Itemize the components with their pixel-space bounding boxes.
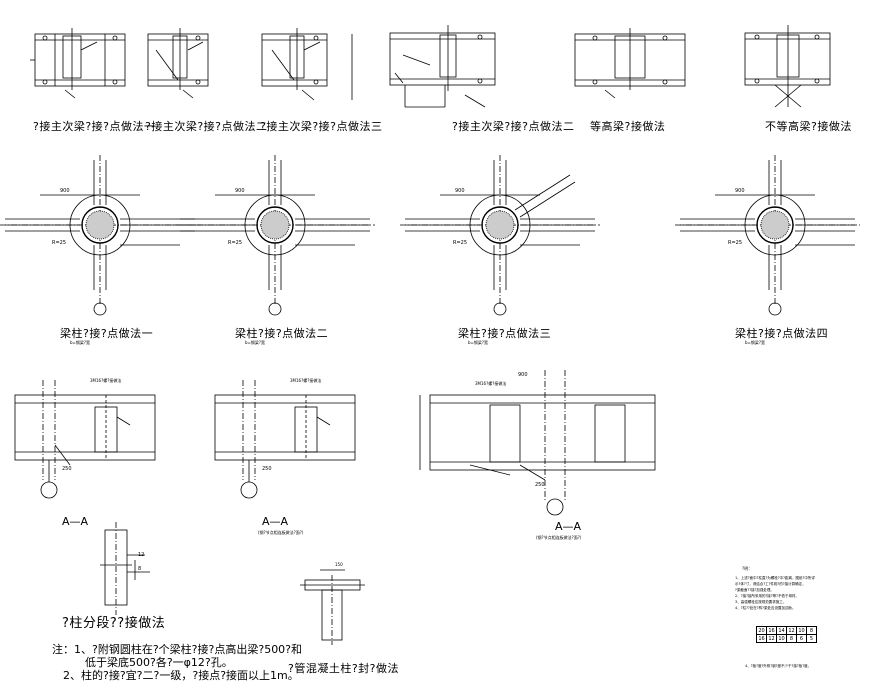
elevation-2 — [214, 380, 356, 499]
weld-label-2: 3M16?螺?接做法 — [290, 378, 322, 383]
section-label-2: A—A — [262, 515, 289, 528]
table-row: 20 16 14 12 10 8 — [756, 626, 817, 635]
dim-r25-c: R=25 — [453, 240, 468, 246]
right-note-6: 4、?柱??处在?构?梁处应设置加劲肋。 — [735, 606, 796, 610]
right-notes-foot: 4、?板?度?外侧?钢?度不少于?接?板?度。 — [745, 664, 812, 668]
dim-900-c: 900 — [455, 188, 465, 194]
caption-concrete-column: ?管混凝土柱?封?做法 — [288, 662, 400, 675]
dim-250-a: 250 — [62, 466, 72, 472]
note-line-2: 低于梁底500?各?一φ12?孔。 — [52, 656, 233, 669]
right-notes-title: ?明： — [742, 566, 753, 571]
caption-detail-2: ?接主次梁?接?点做法二 — [145, 120, 268, 133]
right-note-2: 示?体?寸，请结合?工?件相?的?接计算确定， — [735, 582, 806, 586]
note-line-3: 2、柱的?接?宜?二?一级，?接点?接面以上1m。 — [52, 669, 299, 682]
section-subcaption-3: (钢?节点相连板做法?面?) — [536, 535, 582, 540]
detail-3 — [261, 28, 353, 101]
detail-4 — [389, 25, 496, 108]
right-note-3: ?梁截面??接?加强处理。 — [735, 588, 774, 592]
table-cell: 12 — [766, 634, 777, 643]
caption-plan-3: 梁柱?接?点做法三 — [458, 327, 552, 340]
dim-900-e: 900 — [518, 372, 528, 378]
detail-5 — [574, 28, 686, 99]
right-note-1: 1、上述?面中?柱直?为螺栓?中?距离，图纸?中所详 — [735, 576, 815, 580]
section-label-3: A—A — [555, 520, 582, 533]
subcaption-plan-3: b=钢梁?宽 — [468, 340, 489, 345]
caption-column-splice: ?柱分段??接做法 — [62, 616, 166, 631]
dim-250-b: 250 — [262, 466, 272, 472]
dim-12: 12 — [138, 552, 145, 558]
right-notes: 1、上述?面中?柱直?为螺栓?中?距离，图纸?中所详 示?体?寸，请结合?工?件… — [735, 575, 860, 611]
detail-6 — [744, 25, 831, 108]
detail-1 — [30, 28, 126, 99]
right-note-5: 3、高强螺栓应按规范要求施工， — [735, 600, 787, 604]
plan-detail-2 — [175, 155, 375, 316]
caption-detail-4: ?接主次梁?接?点做法二 — [452, 120, 575, 133]
table-cell: 8 — [786, 634, 797, 643]
dim-r25-a: R=25 — [52, 240, 67, 246]
section-subcaption-2: (钢?节点相连板做法?面?) — [258, 530, 304, 535]
elevation-1 — [14, 380, 156, 499]
table-cell: 5 — [806, 634, 817, 643]
thickness-table: 20 16 14 12 10 8 16 12 10 8 6 5 — [756, 626, 817, 643]
dim-900-d: 900 — [735, 188, 745, 194]
concrete-column-detail — [300, 569, 365, 645]
dim-900-a: 900 — [60, 188, 70, 194]
table-cell: 8 — [806, 626, 817, 635]
plan-detail-4 — [675, 155, 860, 316]
table-cell: 10 — [776, 634, 787, 643]
table-cell: 6 — [796, 634, 807, 643]
weld-label-1: 3M16?螺?接做法 — [90, 378, 122, 383]
table-cell: 20 — [756, 626, 767, 635]
table-cell: 12 — [786, 626, 797, 635]
dim-r25-d: R=25 — [728, 240, 743, 246]
subcaption-plan-1: b=钢梁?宽 — [70, 340, 91, 345]
caption-detail-3: ?接主次梁?接?点做法三 — [260, 120, 383, 133]
elevation-3 — [419, 370, 656, 516]
caption-plan-4: 梁柱?接?点做法四 — [735, 327, 829, 340]
caption-plan-1: 梁柱?接?点做法一 — [60, 327, 154, 340]
column-splice-detail — [100, 522, 150, 615]
weld-label-3: 3M16?螺?接做法 — [475, 381, 507, 386]
right-note-4: 2、?接?接所采用的?接?等?不低于母材。 — [735, 594, 800, 598]
dim-150: 150 — [335, 562, 343, 567]
table-cell: 14 — [776, 626, 787, 635]
dim-8: 8 — [138, 566, 142, 572]
dim-900-b: 900 — [235, 188, 245, 194]
subcaption-plan-2: b=钢梁?宽 — [245, 340, 266, 345]
table-cell: 16 — [756, 634, 767, 643]
plan-detail-1 — [0, 155, 200, 316]
dim-r25-b: R=25 — [228, 240, 243, 246]
note-line-1: 注：1、?附钢圆柱在?个梁柱?接?点高出梁?500?和 — [52, 643, 303, 656]
subcaption-plan-4: b=钢梁?宽 — [745, 340, 766, 345]
caption-detail-1: ?接主次梁?接?点做法一 — [33, 120, 156, 133]
caption-detail-6: 不等高梁?接做法 — [765, 120, 852, 133]
detail-2 — [147, 28, 209, 99]
caption-detail-5: 等高梁?接做法 — [590, 120, 666, 133]
caption-plan-2: 梁柱?接?点做法二 — [235, 327, 329, 340]
section-label-1: A—A — [62, 515, 89, 528]
dim-250-c: 250 — [535, 482, 545, 488]
plan-detail-3 — [400, 155, 600, 316]
table-cell: 16 — [766, 626, 777, 635]
table-cell: 10 — [796, 626, 807, 635]
table-row: 16 12 10 8 6 5 — [756, 634, 817, 643]
